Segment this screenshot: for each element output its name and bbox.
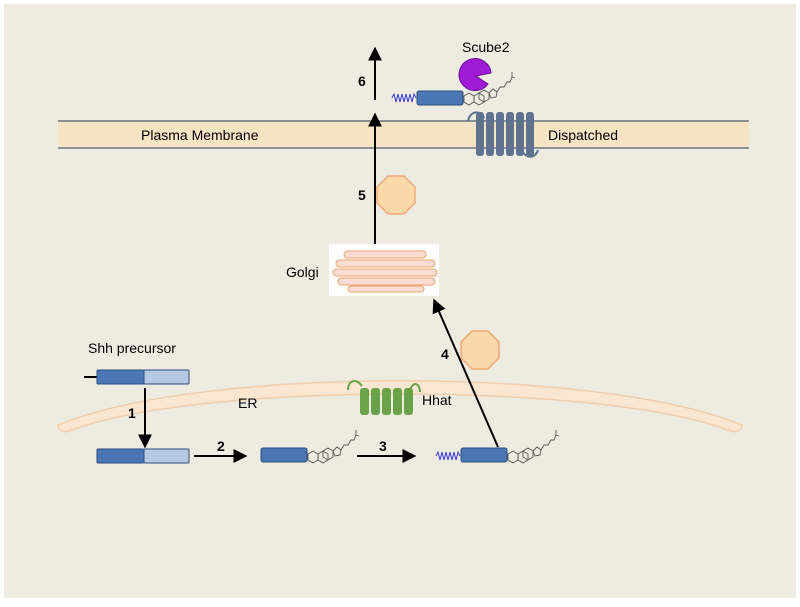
- step-6-label: 6: [358, 73, 366, 89]
- golgi-label: Golgi: [286, 264, 319, 280]
- step-4-label: 4: [441, 346, 449, 362]
- dispatched-label: Dispatched: [548, 127, 618, 143]
- hhat-protein: [347, 380, 421, 415]
- shh-precursor-er: [96, 448, 190, 464]
- scube2-protein: [458, 58, 492, 92]
- shh-cholesterol-modified: [260, 429, 360, 464]
- shh-precursor: [84, 369, 190, 385]
- scube2-label: Scube2: [462, 39, 510, 55]
- released-shh-ligand: [391, 71, 516, 106]
- vesicle-icon: [460, 330, 500, 370]
- step-4-arrow: [432, 298, 499, 448]
- step-2-label: 2: [217, 438, 225, 454]
- step-3-label: 3: [379, 438, 387, 454]
- er-label: ER: [238, 395, 257, 411]
- step-1-label: 1: [128, 405, 136, 421]
- plasma-membrane-label: Plasma Membrane: [141, 127, 259, 143]
- dispatched-protein: [467, 111, 539, 158]
- background-panel: [4, 4, 796, 598]
- vesicle-icon: [376, 175, 416, 215]
- plasma-membrane: [58, 120, 749, 149]
- golgi-apparatus: [329, 244, 439, 296]
- shh-dually-lipidated: [435, 429, 560, 464]
- hhat-label: Hhat: [422, 392, 452, 408]
- endoplasmic-reticulum: [57, 380, 743, 433]
- shh-precursor-label: Shh precursor: [88, 340, 176, 356]
- step-5-label: 5: [358, 187, 366, 203]
